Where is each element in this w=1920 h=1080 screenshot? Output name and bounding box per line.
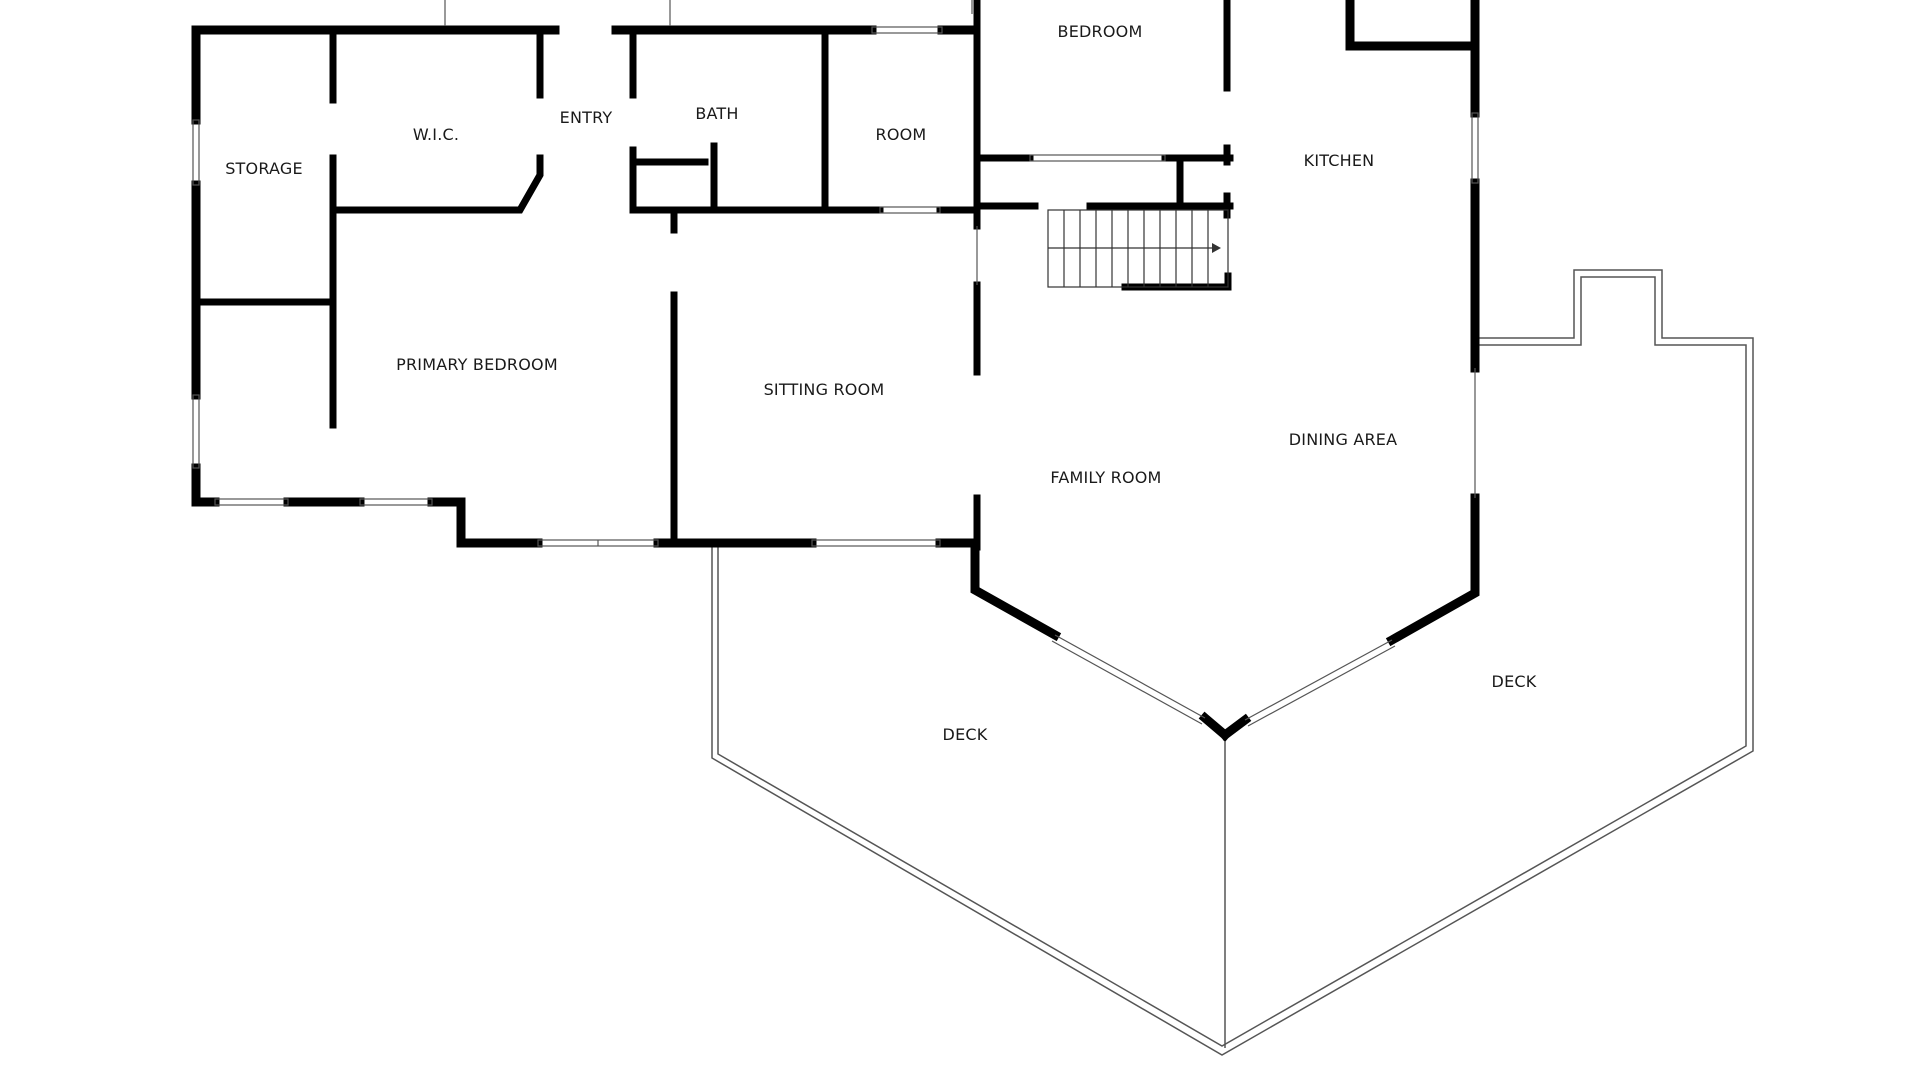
room-labels: BEDROOM STORAGE W.I.C. ENTRY BATH ROOM K… bbox=[225, 22, 1537, 744]
label-primary-bedroom: PRIMARY BEDROOM bbox=[396, 355, 558, 374]
label-deck-right: DECK bbox=[1492, 672, 1537, 691]
staircase bbox=[1047, 209, 1229, 288]
label-wic: W.I.C. bbox=[413, 125, 459, 144]
interior-walls bbox=[196, 0, 1234, 551]
label-sitting-room: SITTING ROOM bbox=[764, 380, 885, 399]
exterior-walls bbox=[191, 0, 1480, 742]
label-bedroom: BEDROOM bbox=[1058, 22, 1143, 41]
label-room: ROOM bbox=[876, 125, 927, 144]
label-deck-left: DECK bbox=[943, 725, 988, 744]
deck-outline bbox=[711, 269, 1754, 1056]
label-dining-area: DINING AREA bbox=[1289, 430, 1398, 449]
label-kitchen: KITCHEN bbox=[1304, 151, 1375, 170]
label-bath: BATH bbox=[695, 104, 738, 123]
windows bbox=[192, 0, 1479, 727]
label-family-room: FAMILY ROOM bbox=[1050, 468, 1161, 487]
label-entry: ENTRY bbox=[560, 108, 613, 127]
label-storage: STORAGE bbox=[225, 159, 303, 178]
